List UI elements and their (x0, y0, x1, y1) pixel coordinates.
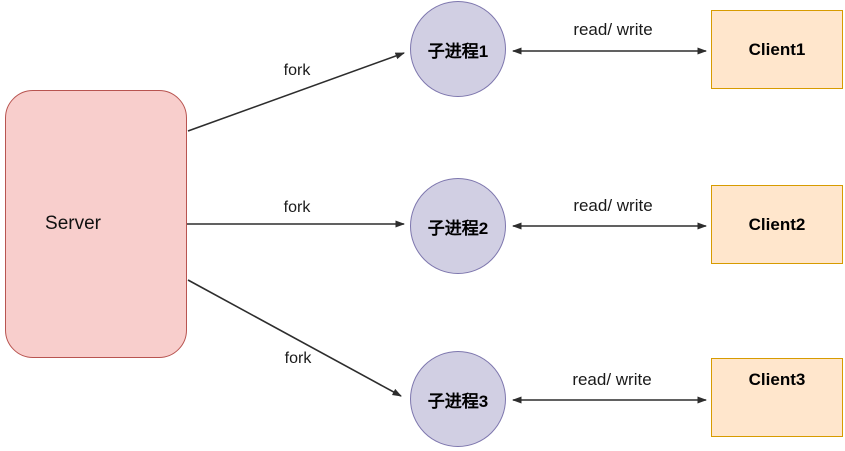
readwrite-label-1: read/ write (571, 20, 655, 40)
child-process-label-1: 子进程1 (427, 41, 489, 61)
server-node: Server (5, 90, 187, 358)
child-process-label-2: 子进程2 (427, 218, 489, 238)
client-node-3: Client3 (711, 358, 843, 437)
fork-arrow-3 (187, 279, 402, 397)
client-node-1: Client1 (711, 10, 843, 89)
fork-label-1: fork (281, 62, 313, 80)
server-label: Server (45, 213, 101, 234)
child-process-node-1: 子进程1 (410, 1, 506, 97)
readwrite-label-3: read/ write (570, 370, 654, 390)
child-process-node-2: 子进程2 (410, 178, 506, 274)
fork-arrow-1 (187, 52, 405, 132)
fork-label-3: fork (282, 350, 314, 368)
client-label-1: Client1 (748, 39, 806, 59)
fork-label-2: fork (281, 199, 313, 217)
client-node-2: Client2 (711, 185, 843, 264)
client-label-2: Client2 (748, 214, 806, 234)
child-process-label-3: 子进程3 (427, 391, 489, 411)
readwrite-label-2: read/ write (571, 196, 655, 216)
child-process-node-3: 子进程3 (410, 351, 506, 447)
client-label-3: Client3 (748, 370, 806, 389)
